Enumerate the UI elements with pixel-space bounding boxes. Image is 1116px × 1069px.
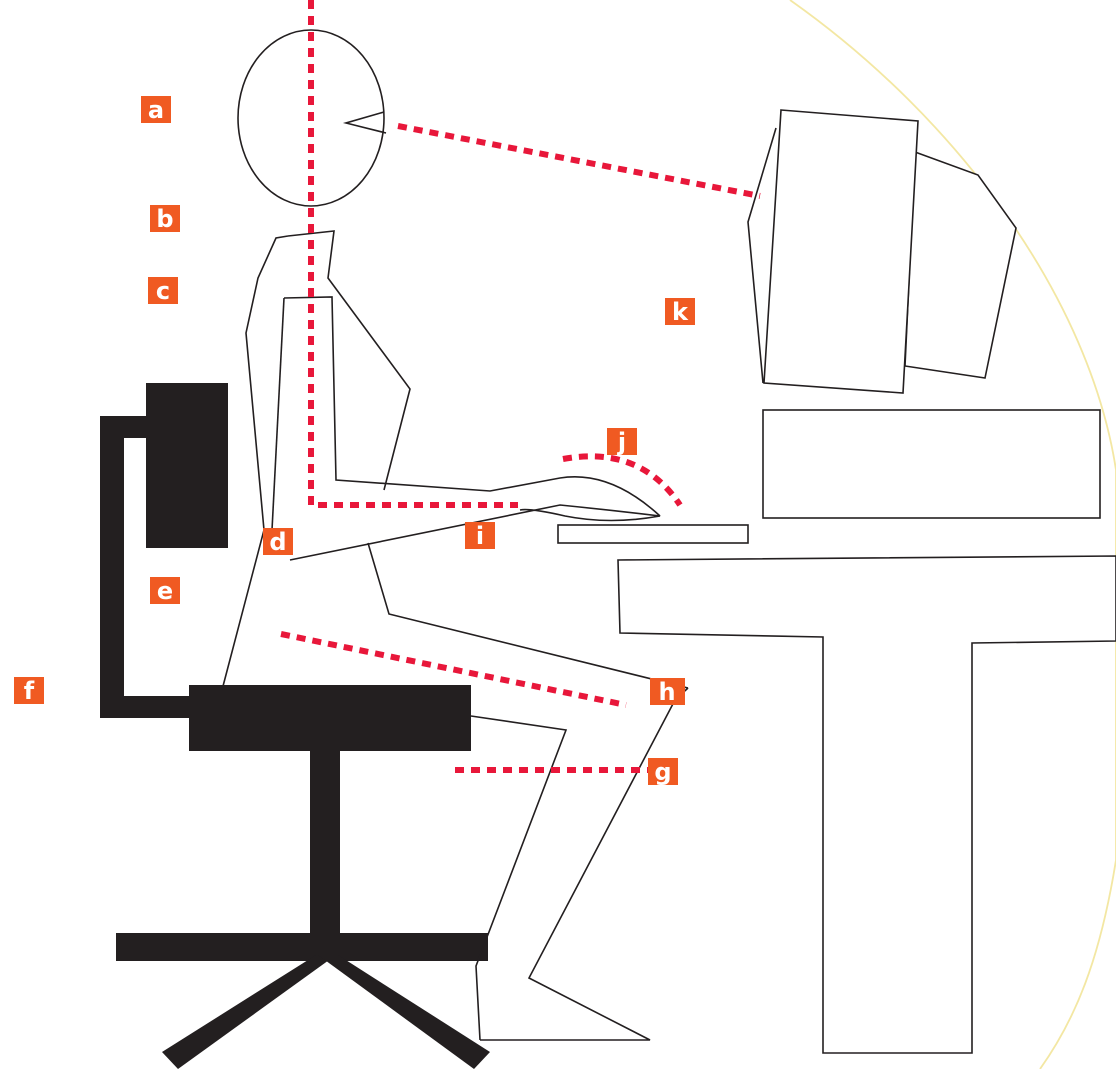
- monitor-back: [905, 152, 1016, 378]
- wrist-arc-guide: [563, 456, 680, 505]
- label-g: g: [648, 758, 678, 786]
- person-torso: [288, 231, 410, 490]
- label-c-text: c: [156, 277, 170, 305]
- label-d: d: [263, 528, 293, 556]
- label-h-text: h: [658, 678, 675, 706]
- label-i: i: [465, 522, 495, 550]
- chair-support-arm: [100, 696, 195, 718]
- label-j: j: [607, 428, 637, 456]
- eye-to-screen-guide: [398, 126, 760, 196]
- label-c: c: [148, 277, 178, 305]
- label-d-text: d: [269, 528, 286, 556]
- label-e-text: e: [157, 577, 173, 605]
- office-chair: [100, 383, 490, 1069]
- computer-base-unit: [763, 410, 1100, 518]
- label-j-text: j: [617, 428, 626, 456]
- label-i-text: i: [476, 522, 484, 550]
- chair-column: [310, 750, 340, 938]
- label-a: a: [141, 96, 171, 124]
- person-upper-arm: [284, 297, 660, 516]
- chair-backrest: [146, 383, 228, 548]
- chair-support-post: [100, 416, 124, 718]
- label-a-text: a: [148, 96, 164, 124]
- label-b-text: b: [156, 205, 173, 233]
- label-k: k: [665, 298, 695, 326]
- keyboard: [558, 525, 748, 543]
- label-h: h: [650, 678, 685, 706]
- person-upper-arm-back: [272, 298, 284, 530]
- label-f: f: [14, 677, 44, 705]
- person-shin: [480, 688, 688, 1040]
- desk: [618, 556, 1116, 1053]
- chair-base-bar: [116, 933, 488, 961]
- label-k-text: k: [672, 298, 689, 326]
- label-b: b: [150, 205, 180, 233]
- chair-leg-left: [162, 955, 336, 1069]
- person-back: [222, 236, 288, 690]
- chair-leg-right: [318, 955, 490, 1069]
- label-g-text: g: [654, 758, 671, 786]
- label-e: e: [150, 577, 180, 605]
- person-thigh-underside: [471, 716, 566, 1040]
- chair-seat: [189, 685, 471, 751]
- label-f-text: f: [24, 677, 35, 705]
- monitor-screen: [764, 110, 918, 393]
